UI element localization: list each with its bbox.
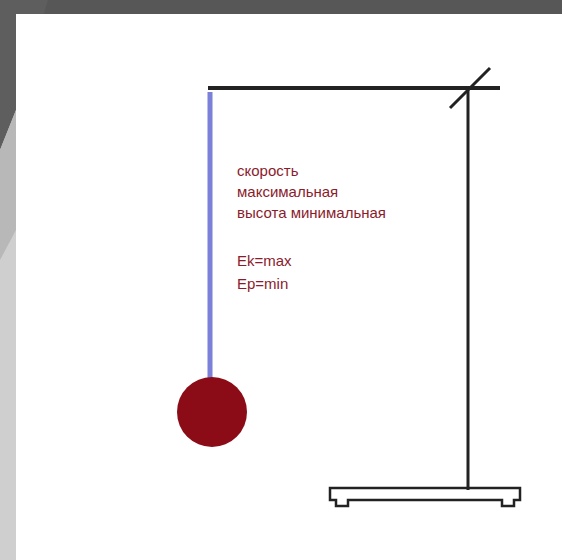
note-text: Ek=max: [237, 250, 292, 271]
note-text: высота минимальная: [237, 202, 386, 223]
pendulum-bob: [177, 377, 247, 447]
clamp-mark: [450, 68, 490, 108]
stand-base: [330, 488, 520, 506]
pendulum-string: [208, 92, 213, 380]
stand-post: [467, 88, 470, 490]
white-panel: [16, 14, 562, 560]
stand-beam: [208, 86, 500, 90]
note-text: Ep=min: [237, 273, 288, 294]
chevron-shade: [0, 110, 16, 260]
top-band: [0, 0, 562, 14]
note-text: скорость максимальная: [237, 160, 362, 202]
